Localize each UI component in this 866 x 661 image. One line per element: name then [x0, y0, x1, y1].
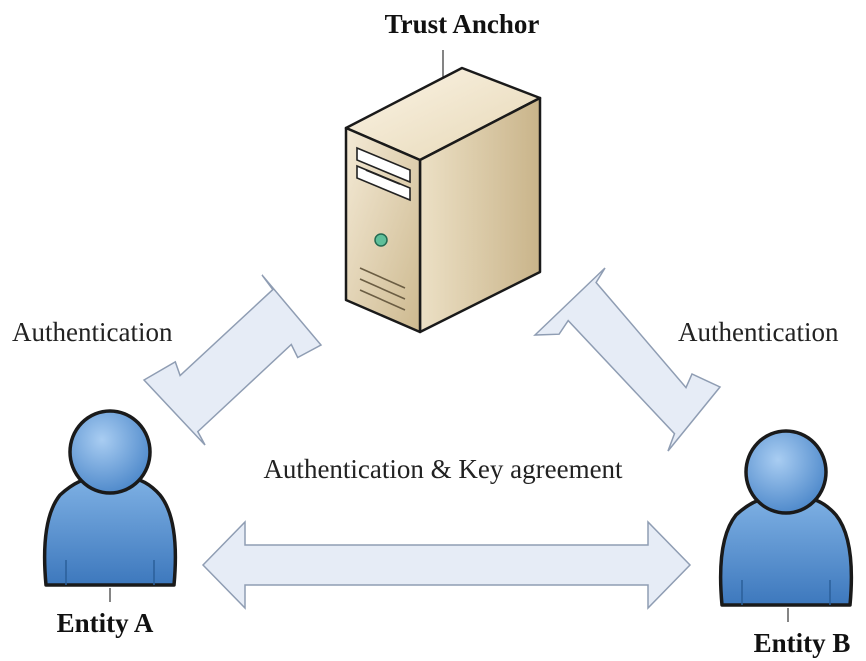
entity-b-user-icon — [718, 429, 854, 607]
key-agreement-label: Authentication & Key agreement — [263, 454, 623, 484]
trust-anchor-label: Trust Anchor — [385, 9, 540, 39]
bottom-key-agreement-arrow — [201, 520, 692, 610]
left-auth-label: Authentication — [12, 317, 173, 347]
entity-b-label: Entity B — [754, 628, 851, 658]
entity-a-label: Entity A — [57, 608, 154, 638]
entity-a-user-icon — [42, 409, 178, 587]
power-led-icon — [374, 233, 388, 247]
server-icon — [344, 66, 542, 334]
right-auth-label: Authentication — [678, 317, 839, 347]
left-auth-arrow — [142, 274, 323, 446]
right-auth-arrow — [533, 267, 722, 452]
